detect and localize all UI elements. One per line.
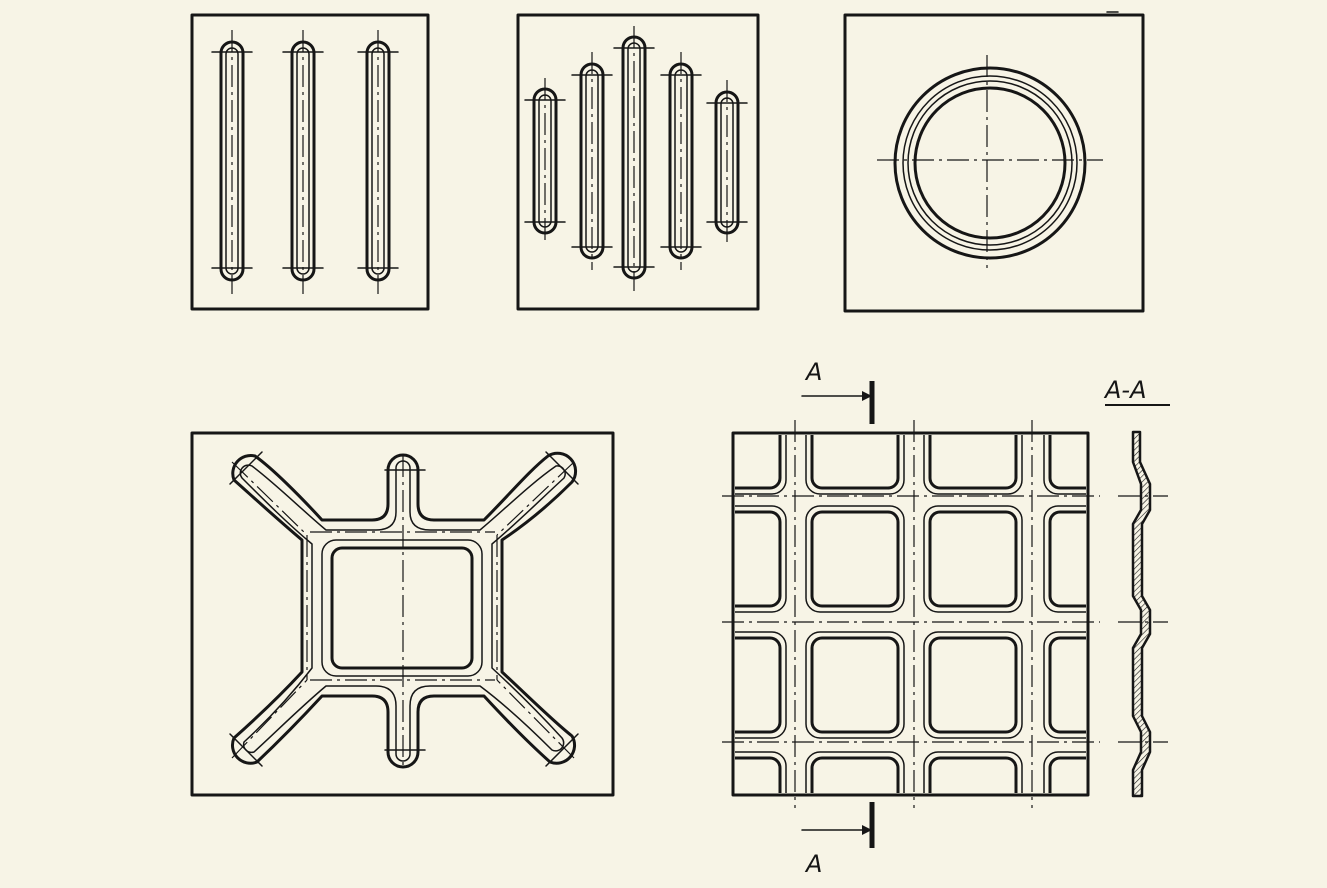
pocket-outer: [1043, 435, 1086, 495]
x-rib-window: [330, 546, 474, 670]
panel-frame: [190, 13, 430, 311]
pocket-inner: [735, 636, 782, 734]
panel-x-rib: [190, 431, 615, 797]
rib-5: [706, 80, 748, 244]
pocket-outer: [805, 435, 905, 495]
section-label-bottom: A: [804, 850, 822, 878]
panel-frame: [843, 13, 1145, 313]
pocket-outer: [1043, 631, 1086, 739]
pocket-outer: [805, 631, 905, 739]
panel-frame: [190, 431, 615, 797]
pocket-outer: [805, 751, 905, 793]
pocket-inner: [810, 756, 900, 793]
panel-five-ribs: [516, 13, 760, 311]
pocket-outer: [923, 751, 1023, 793]
rib-3: [357, 30, 399, 294]
pocket-outer: [1043, 751, 1086, 793]
ring-inner: [913, 86, 1067, 240]
section-arrow-bottom: A: [801, 802, 875, 878]
section-arrow-top: A: [801, 358, 875, 424]
rib-1: [524, 78, 566, 244]
ring-outer: [893, 66, 1087, 260]
x-rib-outline: [230, 451, 577, 769]
pocket-inner: [810, 636, 900, 734]
pocket-outer: [735, 505, 787, 613]
pocket-inner: [1048, 636, 1086, 734]
section-profile: [1131, 430, 1152, 798]
rib-4: [660, 52, 702, 270]
pocket-inner: [810, 510, 900, 608]
section-view-title: A-A: [1103, 376, 1147, 404]
rib-3: [613, 26, 655, 291]
pocket-outer: [923, 435, 1023, 495]
pocket-inner: [1048, 756, 1086, 793]
pocket-inner: [1048, 435, 1086, 490]
rib-1: [211, 30, 253, 294]
pocket-outer: [805, 505, 905, 613]
panel-ring-rib: [843, 11, 1145, 313]
section-label-top: A: [804, 358, 822, 386]
rib-2: [282, 30, 324, 294]
pocket-outer: [735, 631, 787, 739]
pocket-inner: [1048, 510, 1086, 608]
panel-frame: [731, 431, 1090, 797]
panel-grid-ribs: A A: [722, 358, 1100, 878]
pocket-outer: [735, 751, 787, 793]
pocket-inner: [928, 435, 1018, 490]
pocket-inner: [735, 510, 782, 608]
pocket-inner: [928, 756, 1018, 793]
pocket-outer: [923, 631, 1023, 739]
rib-2: [571, 52, 613, 270]
panel-three-ribs: [190, 13, 430, 311]
pocket-inner: [735, 756, 782, 793]
pocket-inner: [928, 636, 1018, 734]
pocket-inner: [928, 510, 1018, 608]
pocket-outer: [735, 435, 787, 495]
pocket-inner: [810, 435, 900, 490]
pocket-outer: [923, 505, 1023, 613]
section-view: A-A: [1103, 376, 1170, 798]
pocket-inner: [735, 435, 782, 490]
panel-frame: [516, 13, 760, 311]
grid-pockets: [735, 435, 1086, 793]
pocket-outer: [1043, 505, 1086, 613]
